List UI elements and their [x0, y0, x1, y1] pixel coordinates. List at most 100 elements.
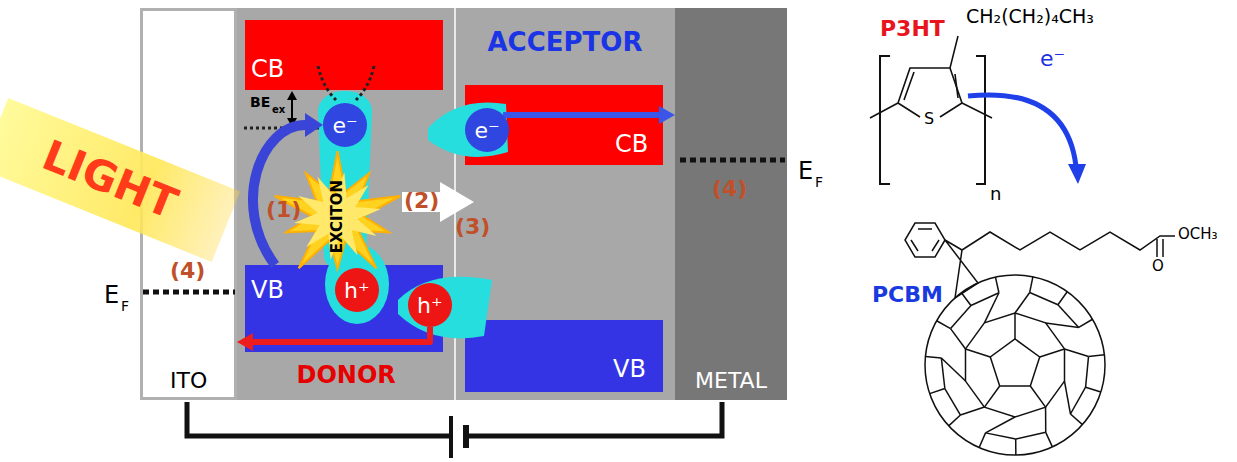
cage-bond — [984, 293, 998, 323]
cage-bond — [1058, 292, 1067, 305]
well-curve — [356, 66, 374, 100]
cage-ring — [966, 313, 1065, 417]
chain-bond — [950, 36, 958, 68]
double-arrow — [291, 98, 293, 120]
cage-bond — [925, 356, 941, 358]
conduction-band: CB — [245, 20, 443, 90]
cage-bond — [986, 417, 1015, 433]
conduction-band-fill — [245, 20, 443, 90]
cage-bond — [1086, 387, 1101, 392]
cage-bond — [1046, 432, 1053, 447]
chemical-formula: OCH₃ — [1178, 226, 1218, 243]
phenyl-ring — [905, 223, 945, 257]
arrow-head — [659, 106, 675, 124]
node-text: CB — [251, 56, 284, 84]
cage-bond — [979, 433, 985, 448]
node-text: h⁺ — [417, 293, 443, 318]
charge-label: e⁻ — [1040, 46, 1065, 71]
callout-number: (3) — [455, 214, 490, 239]
cage-bond — [1046, 323, 1079, 327]
arrow-head — [287, 91, 297, 100]
halo — [428, 102, 508, 156]
molecule-name: P3HT — [880, 16, 945, 41]
node-text: VB — [251, 277, 284, 305]
acceptor-layer-fill — [455, 8, 675, 400]
band-fills — [142, 8, 788, 400]
cage-bond — [1014, 313, 1016, 339]
cage-ring — [990, 339, 1039, 386]
aromatic-bond — [911, 229, 939, 251]
connector-line — [253, 125, 305, 265]
node-text: h⁺ — [344, 278, 370, 303]
callout-number: (1) — [266, 197, 301, 222]
cage-bond — [1070, 414, 1082, 425]
cage-bond — [951, 306, 971, 329]
burst-core — [294, 173, 381, 260]
connector-line — [253, 327, 430, 342]
electron-transfer-arrow — [968, 95, 1086, 184]
arrow-head — [1068, 164, 1086, 184]
ring-bond — [898, 68, 962, 103]
cage-bond — [930, 389, 945, 394]
donor-layer-fill — [237, 8, 455, 400]
symbol-subscript: F — [815, 174, 823, 190]
charge-transfer-arrow — [503, 106, 675, 124]
double-bond — [904, 72, 958, 100]
symbol-label: E — [104, 282, 119, 310]
light-beam: LIGHT — [0, 98, 240, 262]
conduction-band: CBe⁻ — [465, 85, 663, 165]
ester-chain — [962, 232, 1175, 250]
node-text: ITO — [170, 368, 207, 393]
circuit — [187, 402, 722, 458]
fermi-line — [143, 290, 235, 295]
cage-bond — [1045, 407, 1047, 432]
hole: h⁺ — [408, 283, 452, 327]
node-text: LIGHT — [36, 131, 185, 228]
electrode-metal-fill — [675, 8, 787, 400]
symbol-label: E — [798, 158, 813, 186]
bracket — [976, 56, 985, 184]
cage-bond — [937, 321, 951, 329]
battery-plate — [449, 416, 453, 458]
p3ht-structure — [870, 36, 992, 184]
symbol-subscript: F — [121, 298, 129, 314]
callout-number: (4) — [170, 258, 205, 283]
bracket — [880, 56, 890, 184]
arrow-head — [237, 333, 253, 351]
cage-bond — [984, 386, 999, 407]
cage-bond — [1058, 305, 1079, 328]
node-text: ACCEPTOR — [488, 28, 643, 58]
electron: e⁻ — [323, 103, 367, 147]
fermi-levels — [143, 160, 785, 292]
arrow-head — [305, 113, 323, 137]
valence-band-fill — [465, 320, 663, 392]
well-curve — [318, 66, 336, 100]
cage-bond — [951, 329, 966, 349]
callout-number: (2) — [404, 188, 439, 213]
node-text: e⁻ — [333, 113, 358, 138]
charge-transfer-arrow — [237, 327, 430, 351]
cage-bond — [1064, 349, 1088, 357]
cage-bond — [1030, 292, 1058, 304]
chemical-formula: CH₂(CH₂)₄CH₃ — [966, 6, 1094, 28]
cage-bond — [971, 293, 999, 306]
cage-bond — [1079, 319, 1093, 327]
cage-bond — [949, 415, 961, 426]
carbonyl-bond — [1157, 239, 1163, 257]
cage-bond — [1015, 439, 1017, 455]
cage-bond — [1070, 387, 1085, 414]
callout-number: (4) — [712, 176, 747, 201]
fermi-line — [680, 158, 785, 163]
node-text: VB — [613, 356, 646, 384]
node-text: METAL — [695, 368, 767, 393]
node-text: DONOR — [297, 362, 396, 390]
cage-bond — [941, 358, 945, 389]
hole: h⁺ — [335, 268, 379, 312]
cage-bond — [1086, 357, 1089, 388]
connector-line — [503, 112, 659, 118]
curved-arrow — [968, 95, 1076, 166]
cage-bond — [1040, 349, 1065, 357]
molecule-name: PCBM — [872, 282, 943, 307]
electrode-metal: METAL — [675, 8, 787, 400]
pcbm-structure — [905, 223, 1175, 455]
